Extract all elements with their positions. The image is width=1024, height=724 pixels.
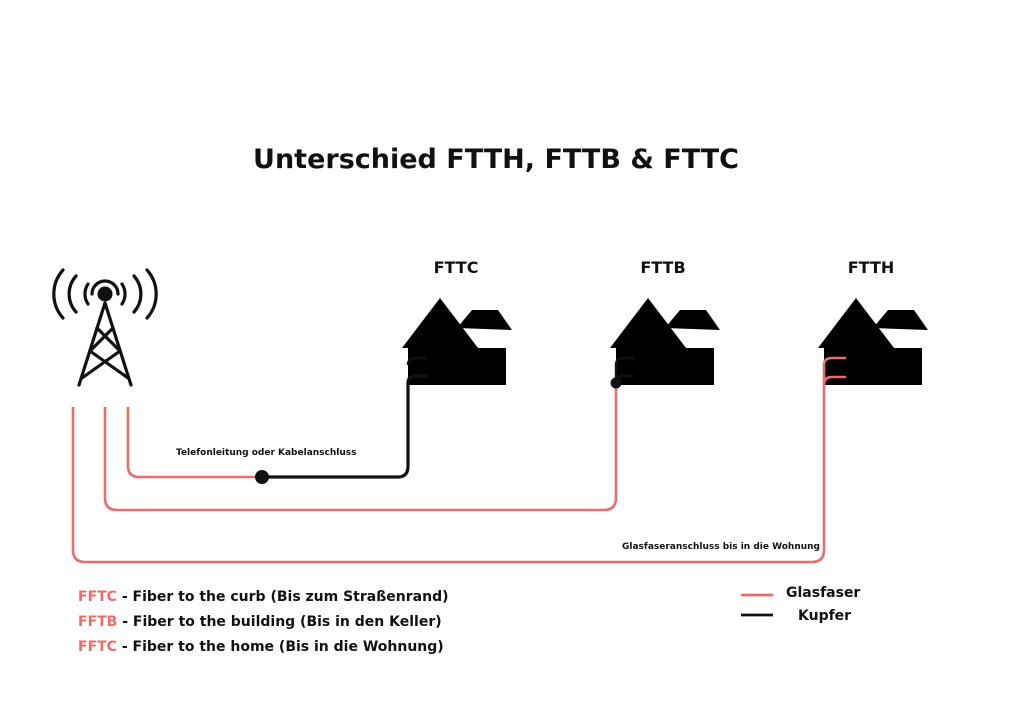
house-label-fttc: FTTC: [434, 258, 479, 277]
legend-copper-label: Kupfer: [798, 608, 851, 624]
fiber-home-annotation: Glasfaseranschluss bis in die Wohnung: [622, 542, 820, 552]
building-junction-dot: [610, 377, 622, 389]
copper-line-fttc-inner: [406, 356, 426, 366]
house-icon-fttb: [610, 298, 720, 388]
fiber-line-fttc: [126, 407, 262, 479]
house-label-ftth: FTTH: [848, 258, 895, 277]
definition-ftth: FFTC - Fiber to the home (Bis in die Woh…: [78, 639, 444, 655]
antenna-tower-icon: [52, 268, 158, 387]
fiber-line-ftth: [71, 356, 846, 564]
definition-fttc: FFTC - Fiber to the curb (Bis zum Straße…: [78, 589, 449, 605]
house-label-fttb: FTTB: [640, 258, 685, 277]
diagram-title: Unterschied FTTH, FTTB & FTTC: [253, 144, 739, 175]
curb-junction-dot: [255, 470, 269, 484]
copper-line-annotation: Telefonleitung oder Kabelanschluss: [176, 448, 356, 458]
legend-fiber-label: Glasfaser: [786, 585, 860, 601]
house-icon-ftth: [818, 298, 928, 388]
fiber-line-fttb: [103, 384, 618, 512]
definition-fttb: FFTB - Fiber to the building (Bis in den…: [78, 614, 442, 630]
copper-line-fttc: [262, 374, 428, 479]
